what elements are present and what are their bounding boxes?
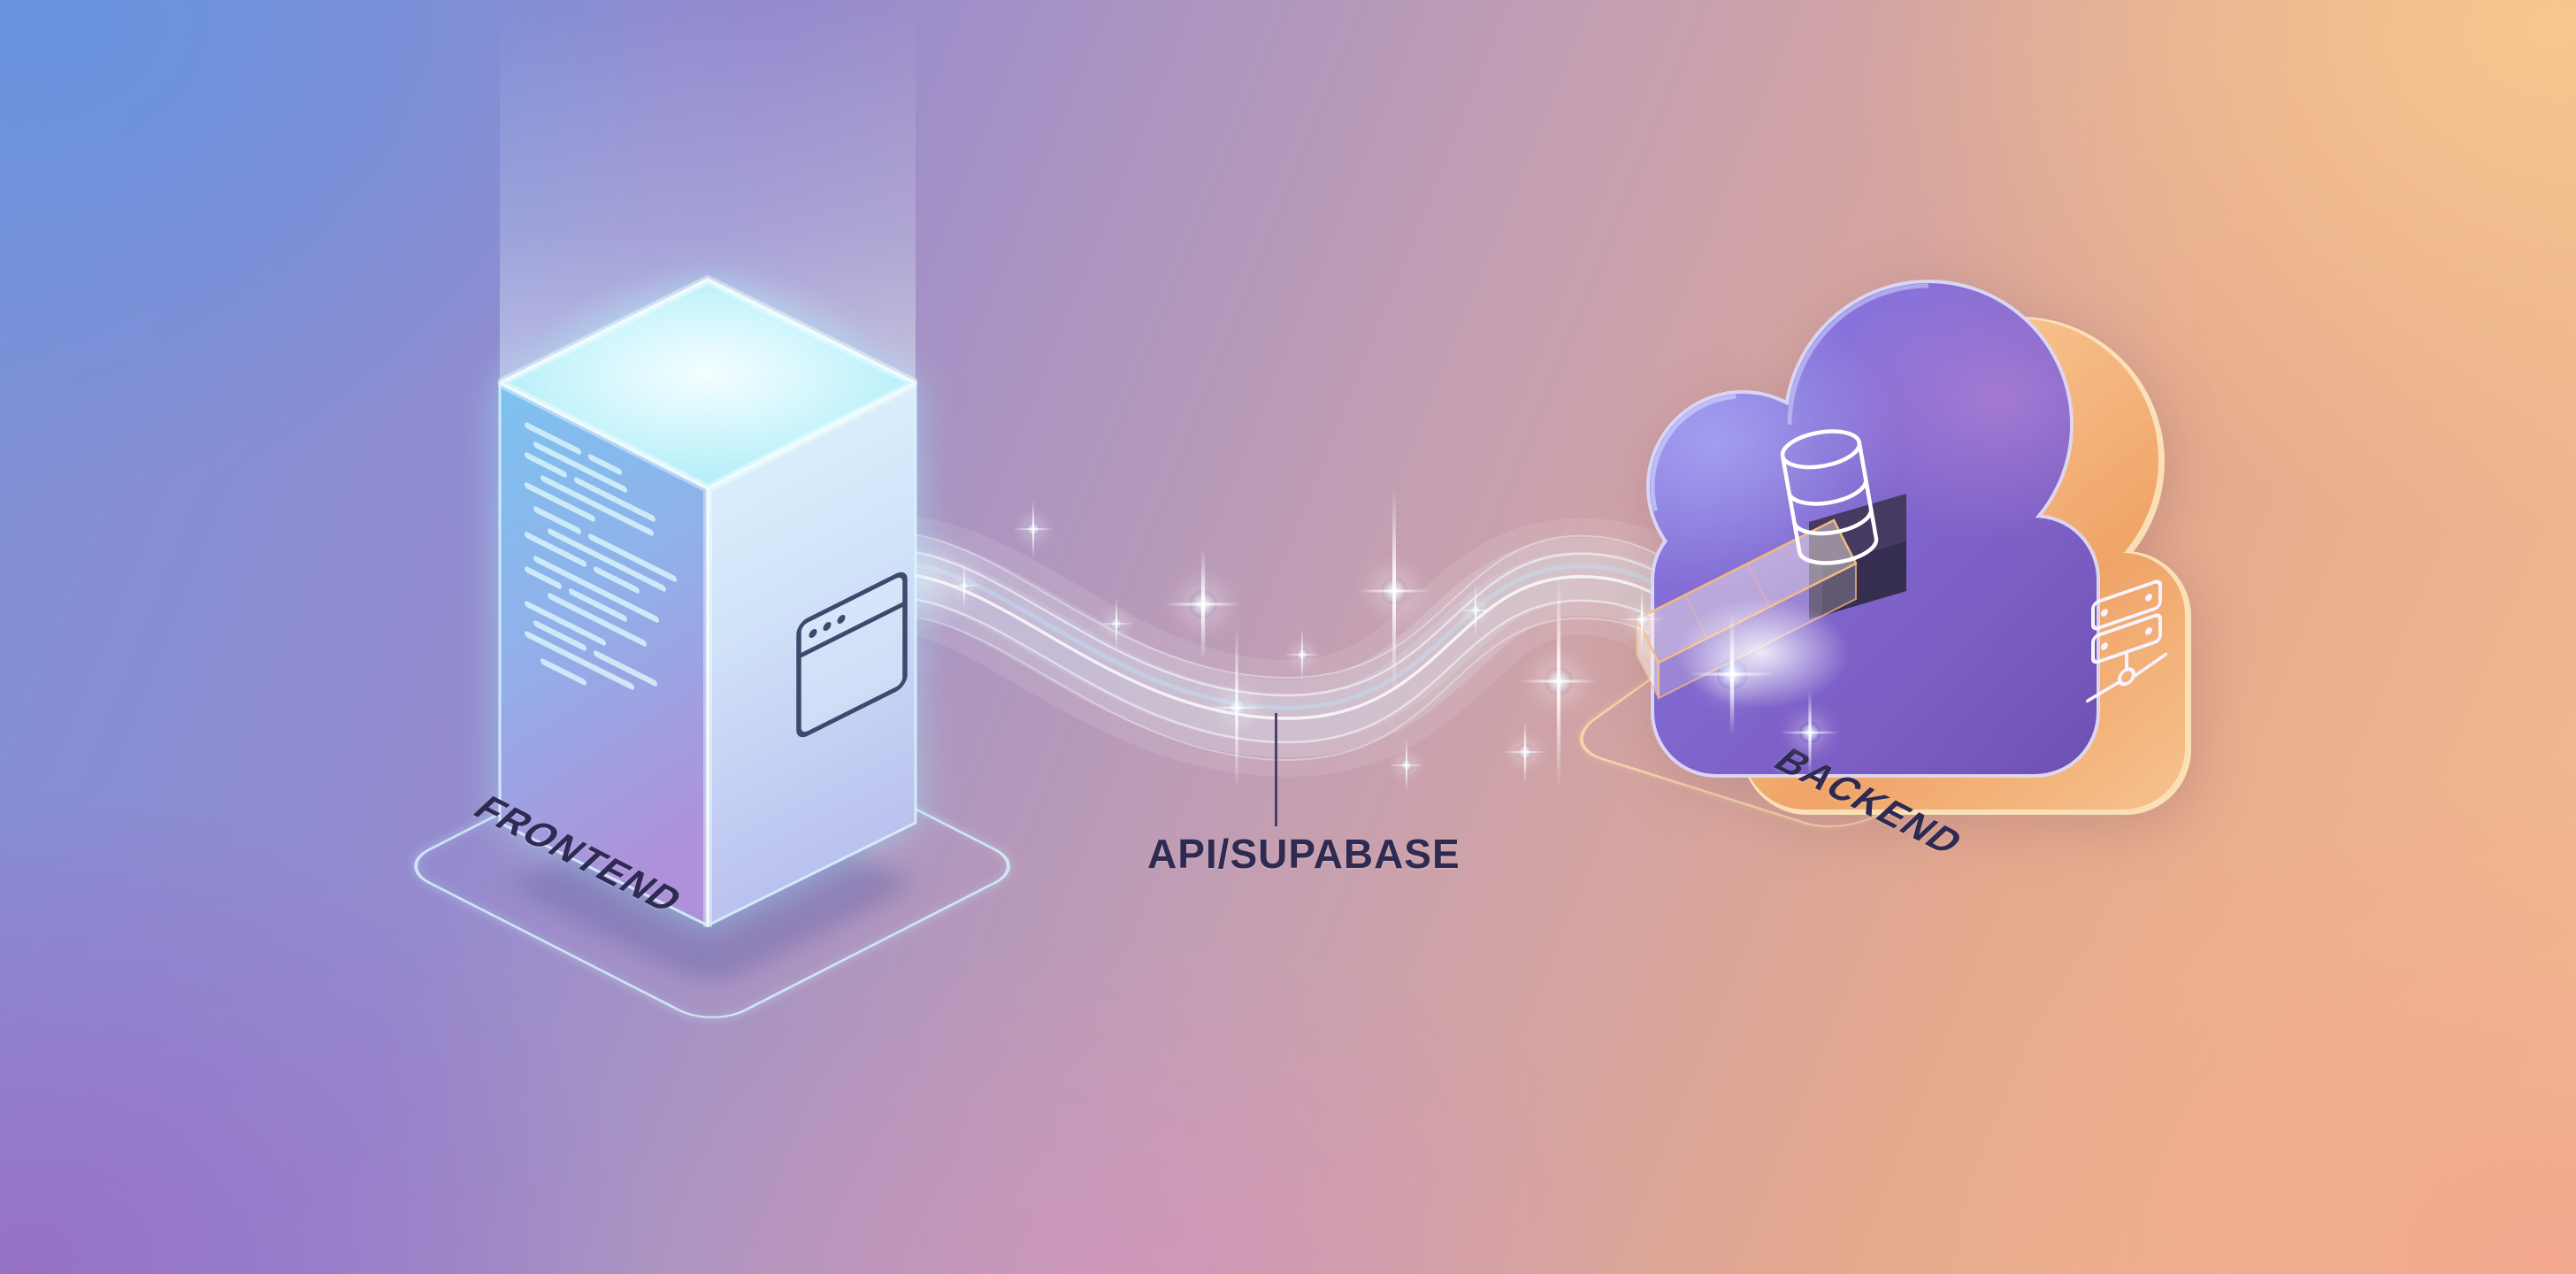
api-leader-line bbox=[1275, 713, 1277, 826]
code-lines-icon bbox=[525, 422, 677, 690]
backend-cloud bbox=[1635, 280, 2191, 815]
database-icon bbox=[1780, 429, 1879, 565]
api-label: API/SUPABASE bbox=[1147, 831, 1460, 877]
frontend-cube bbox=[498, 275, 917, 927]
browser-window-icon bbox=[796, 572, 908, 738]
cube-right-face bbox=[708, 383, 916, 925]
server-network-icon bbox=[2086, 579, 2167, 703]
cube-edges bbox=[498, 275, 917, 927]
pipe-entry-flare bbox=[1638, 573, 1886, 733]
